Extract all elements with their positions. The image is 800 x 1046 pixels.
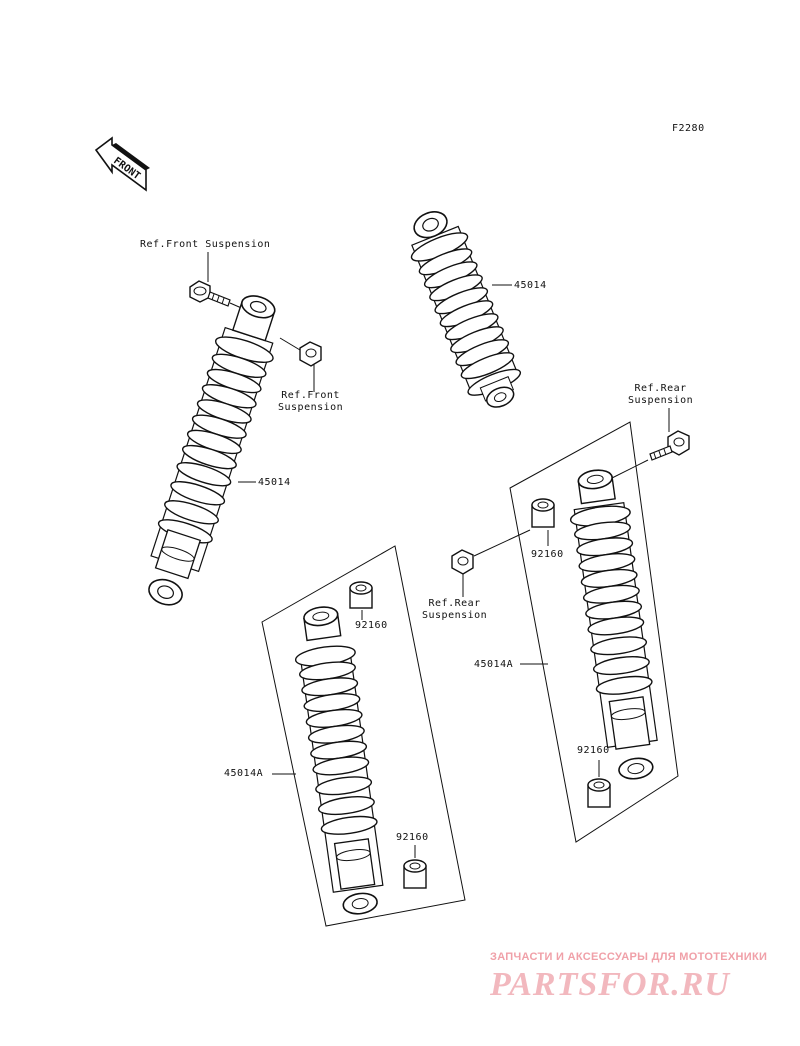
ref-code-label: F2280 (672, 123, 705, 134)
rear-right-bushing-top-part-number: 92160 (531, 549, 564, 560)
rear-right-group-frame (509, 421, 679, 843)
ref-front-suspension-top-label: Ref.Front Suspension (140, 239, 271, 250)
ref-rear-suspension-nut-label: Ref.Rear Suspension (422, 598, 488, 621)
top-shock-absorber-icon (410, 211, 522, 408)
rear-left-bushing-bottom-icon (403, 845, 427, 889)
front-shock-absorber-icon (148, 295, 276, 606)
rear-right-bushing-bottom-part-number: 92160 (577, 745, 610, 756)
top-shock-part-number: 45014 (514, 280, 547, 291)
front-shock-part-number: 45014 (258, 477, 291, 488)
rear-nut-icon (451, 529, 531, 597)
front-direction-arrow-icon: FRONT (94, 136, 150, 192)
rear-left-shock-absorber-icon (294, 606, 384, 915)
watermark-brand-logo: PARTSFOR.RU (490, 966, 730, 1003)
rear-left-bushing-bottom-part-number: 92160 (396, 832, 429, 843)
rear-right-bushing-bottom-icon (587, 760, 611, 808)
rear-right-bushing-top-icon (531, 498, 555, 546)
ref-rear-suspension-top-label: Ref.Rear Suspension (628, 383, 694, 406)
rear-left-shock-part-number: 45014A (224, 768, 264, 779)
ref-front-suspension-nut-label: Ref.Front Suspension (278, 390, 344, 413)
rear-left-group-frame (261, 545, 466, 927)
rear-left-bushing-top-part-number: 92160 (355, 620, 388, 631)
front-nut-icon (279, 337, 322, 392)
rear-right-shock-part-number: 45014A (474, 659, 514, 670)
front-bolt-icon (189, 252, 247, 311)
watermark-tagline: ЗАПЧАСТИ И АКСЕССУАРЫ ДЛЯ МОТОТЕХНИКИ (490, 951, 768, 963)
rear-right-shock-absorber-icon (569, 469, 658, 780)
rear-left-bushing-top-icon (349, 581, 373, 620)
rear-bolt-icon (611, 408, 690, 479)
